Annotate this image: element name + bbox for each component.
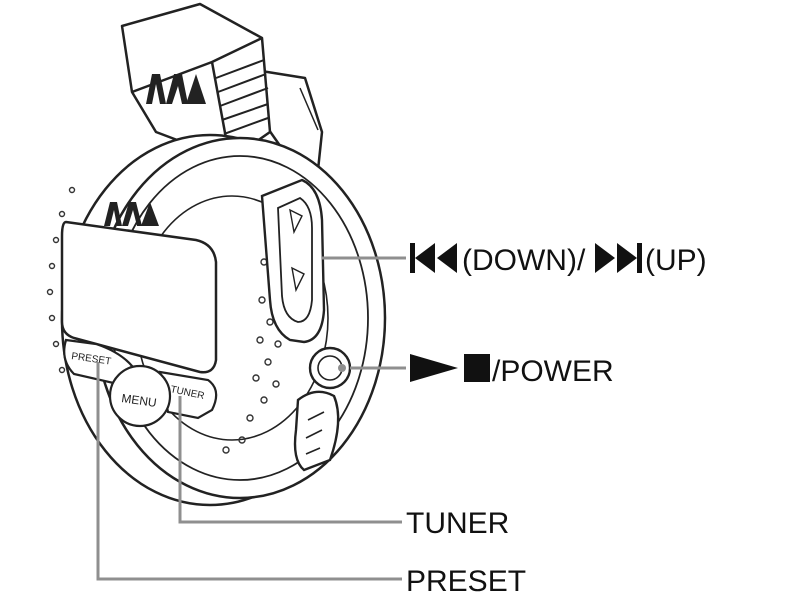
lcd-display xyxy=(60,220,218,374)
callout-power-text: /POWER xyxy=(492,355,614,388)
menu-button[interactable] xyxy=(108,364,172,428)
leader-dot-play xyxy=(338,364,346,372)
menu-button-label: MENU xyxy=(121,391,158,410)
side-controls xyxy=(260,178,352,472)
stop-icon xyxy=(464,354,490,382)
leader-lines xyxy=(96,256,406,581)
callout-skip-up-text: (UP) xyxy=(645,244,707,277)
body-logo xyxy=(104,202,159,226)
leader-tuner xyxy=(178,396,402,524)
skip-back-icon xyxy=(410,243,457,273)
play-icon xyxy=(410,354,458,382)
skip-forward-icon xyxy=(595,243,642,273)
tuner-button[interactable] xyxy=(158,370,218,420)
callout-tuner: TUNER xyxy=(406,507,509,540)
skip-rocker[interactable] xyxy=(277,196,313,323)
leader-preset xyxy=(96,362,402,581)
clip-logo xyxy=(146,74,206,104)
callout-preset: PRESET xyxy=(406,565,526,598)
callout-skip-down-text: (DOWN)/ xyxy=(462,244,586,277)
